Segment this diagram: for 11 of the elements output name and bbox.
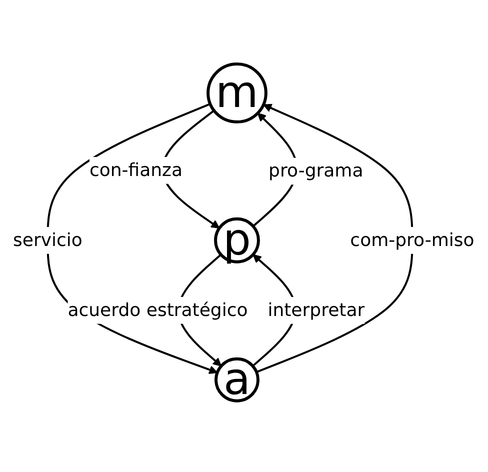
node-circle: p (214, 217, 260, 263)
edge-label: com-pro-miso (350, 229, 475, 250)
edge-label: interpretar (268, 299, 365, 320)
node-circle: m (206, 62, 268, 124)
node-circle: a (214, 356, 260, 402)
edge-label: pro-grama (268, 160, 364, 182)
edge-label: servicio (13, 229, 83, 250)
arrow (256, 103, 414, 373)
arrow (47, 102, 218, 374)
edge-label: con-fianza (90, 160, 183, 181)
edge-label: acuerdo estratégico (68, 299, 248, 320)
